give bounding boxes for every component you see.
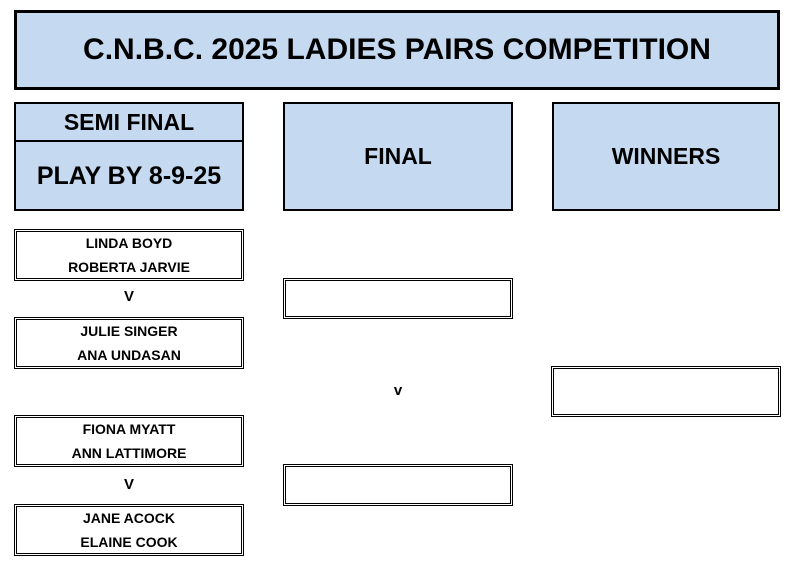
semi-final-header: SEMI FINAL PLAY BY 8-9-25 — [14, 102, 244, 211]
winners-slot — [551, 366, 781, 417]
player-name: JULIE SINGER — [80, 323, 178, 339]
semi-2-pair-a: FIONA MYATT ANN LATTIMORE — [14, 415, 244, 467]
semi-final-label: SEMI FINAL — [16, 104, 242, 142]
semi-1-pair-b: JULIE SINGER ANA UNDASAN — [14, 317, 244, 369]
semi-1-pair-a: LINDA BOYD ROBERTA JARVIE — [14, 229, 244, 281]
semi-2-pair-b: JANE ACOCK ELAINE COOK — [14, 504, 244, 556]
player-name: JANE ACOCK — [82, 510, 176, 526]
player-name: FIONA MYATT — [82, 421, 176, 437]
winners-label: WINNERS — [611, 143, 721, 169]
player-name: LINDA BOYD — [85, 235, 173, 251]
competition-title: C.N.B.C. 2025 LADIES PAIRS COMPETITION — [83, 33, 711, 66]
final-slot-2 — [283, 464, 513, 506]
final-header: FINAL — [283, 102, 513, 211]
player-name: ELAINE COOK — [80, 534, 178, 550]
player-name: ANA UNDASAN — [77, 347, 181, 363]
player-name: ANN LATTIMORE — [71, 445, 187, 461]
player-name: ROBERTA JARVIE — [68, 259, 190, 275]
competition-title-box: C.N.B.C. 2025 LADIES PAIRS COMPETITION — [14, 10, 780, 90]
final-vs: v — [393, 382, 403, 399]
semi-2-vs: V — [123, 476, 134, 493]
play-by-label: PLAY BY 8-9-25 — [36, 162, 222, 190]
winners-header: WINNERS — [552, 102, 780, 211]
final-slot-1 — [283, 278, 513, 319]
semi-1-vs: V — [123, 288, 134, 305]
final-label: FINAL — [364, 143, 432, 169]
